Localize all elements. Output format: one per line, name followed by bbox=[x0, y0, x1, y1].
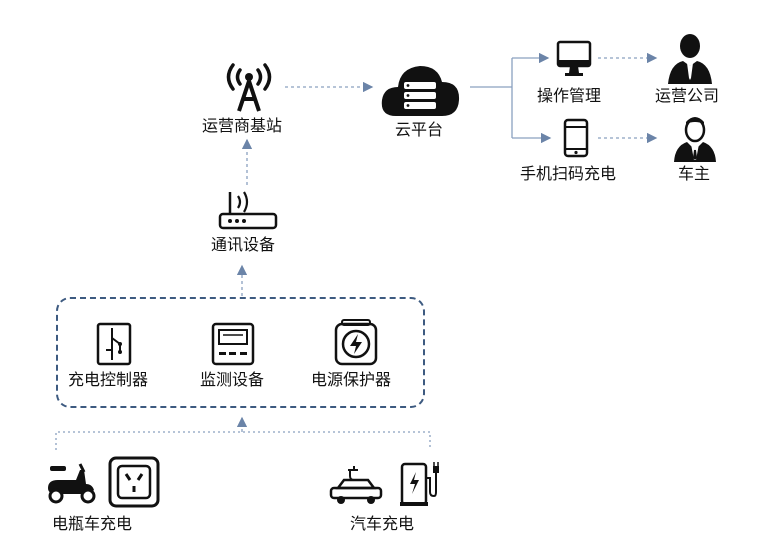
businessman-icon bbox=[666, 32, 714, 88]
ebike-charging-label: 电瓶车充电 bbox=[52, 514, 133, 533]
mobile-scan-label: 手机扫码充电 bbox=[520, 164, 617, 183]
router-icon bbox=[216, 184, 280, 240]
connector-lines bbox=[55, 52, 658, 450]
device-group-box bbox=[56, 297, 425, 408]
charge-controller-icon bbox=[96, 322, 132, 370]
power-protector-label: 电源保护器 bbox=[311, 370, 392, 389]
antenna-tower-icon bbox=[221, 57, 277, 117]
electric-car-icon bbox=[328, 466, 384, 510]
charge-controller-label: 充电控制器 bbox=[68, 370, 149, 389]
cloud-server-icon bbox=[378, 60, 462, 124]
charging-station-icon bbox=[400, 460, 440, 512]
monitor-icon bbox=[556, 40, 592, 82]
ops-mgmt-label: 操作管理 bbox=[537, 86, 602, 105]
person-suit-icon bbox=[672, 112, 718, 166]
car-owner-label: 车主 bbox=[678, 164, 711, 183]
scooter-icon bbox=[44, 460, 100, 508]
monitor-meter-icon bbox=[211, 322, 255, 370]
cloud-platform-label: 云平台 bbox=[395, 120, 444, 139]
power-protector-icon bbox=[334, 318, 378, 370]
smartphone-icon bbox=[563, 118, 589, 162]
power-socket-icon bbox=[108, 456, 160, 512]
operator-company-label: 运营公司 bbox=[655, 86, 720, 105]
car-charging-label: 汽车充电 bbox=[350, 514, 415, 533]
base-station-label: 运营商基站 bbox=[202, 116, 283, 135]
monitor-device-label: 监测设备 bbox=[200, 370, 265, 389]
comm-device-label: 通讯设备 bbox=[211, 235, 276, 254]
bottom-bracket bbox=[55, 431, 431, 450]
